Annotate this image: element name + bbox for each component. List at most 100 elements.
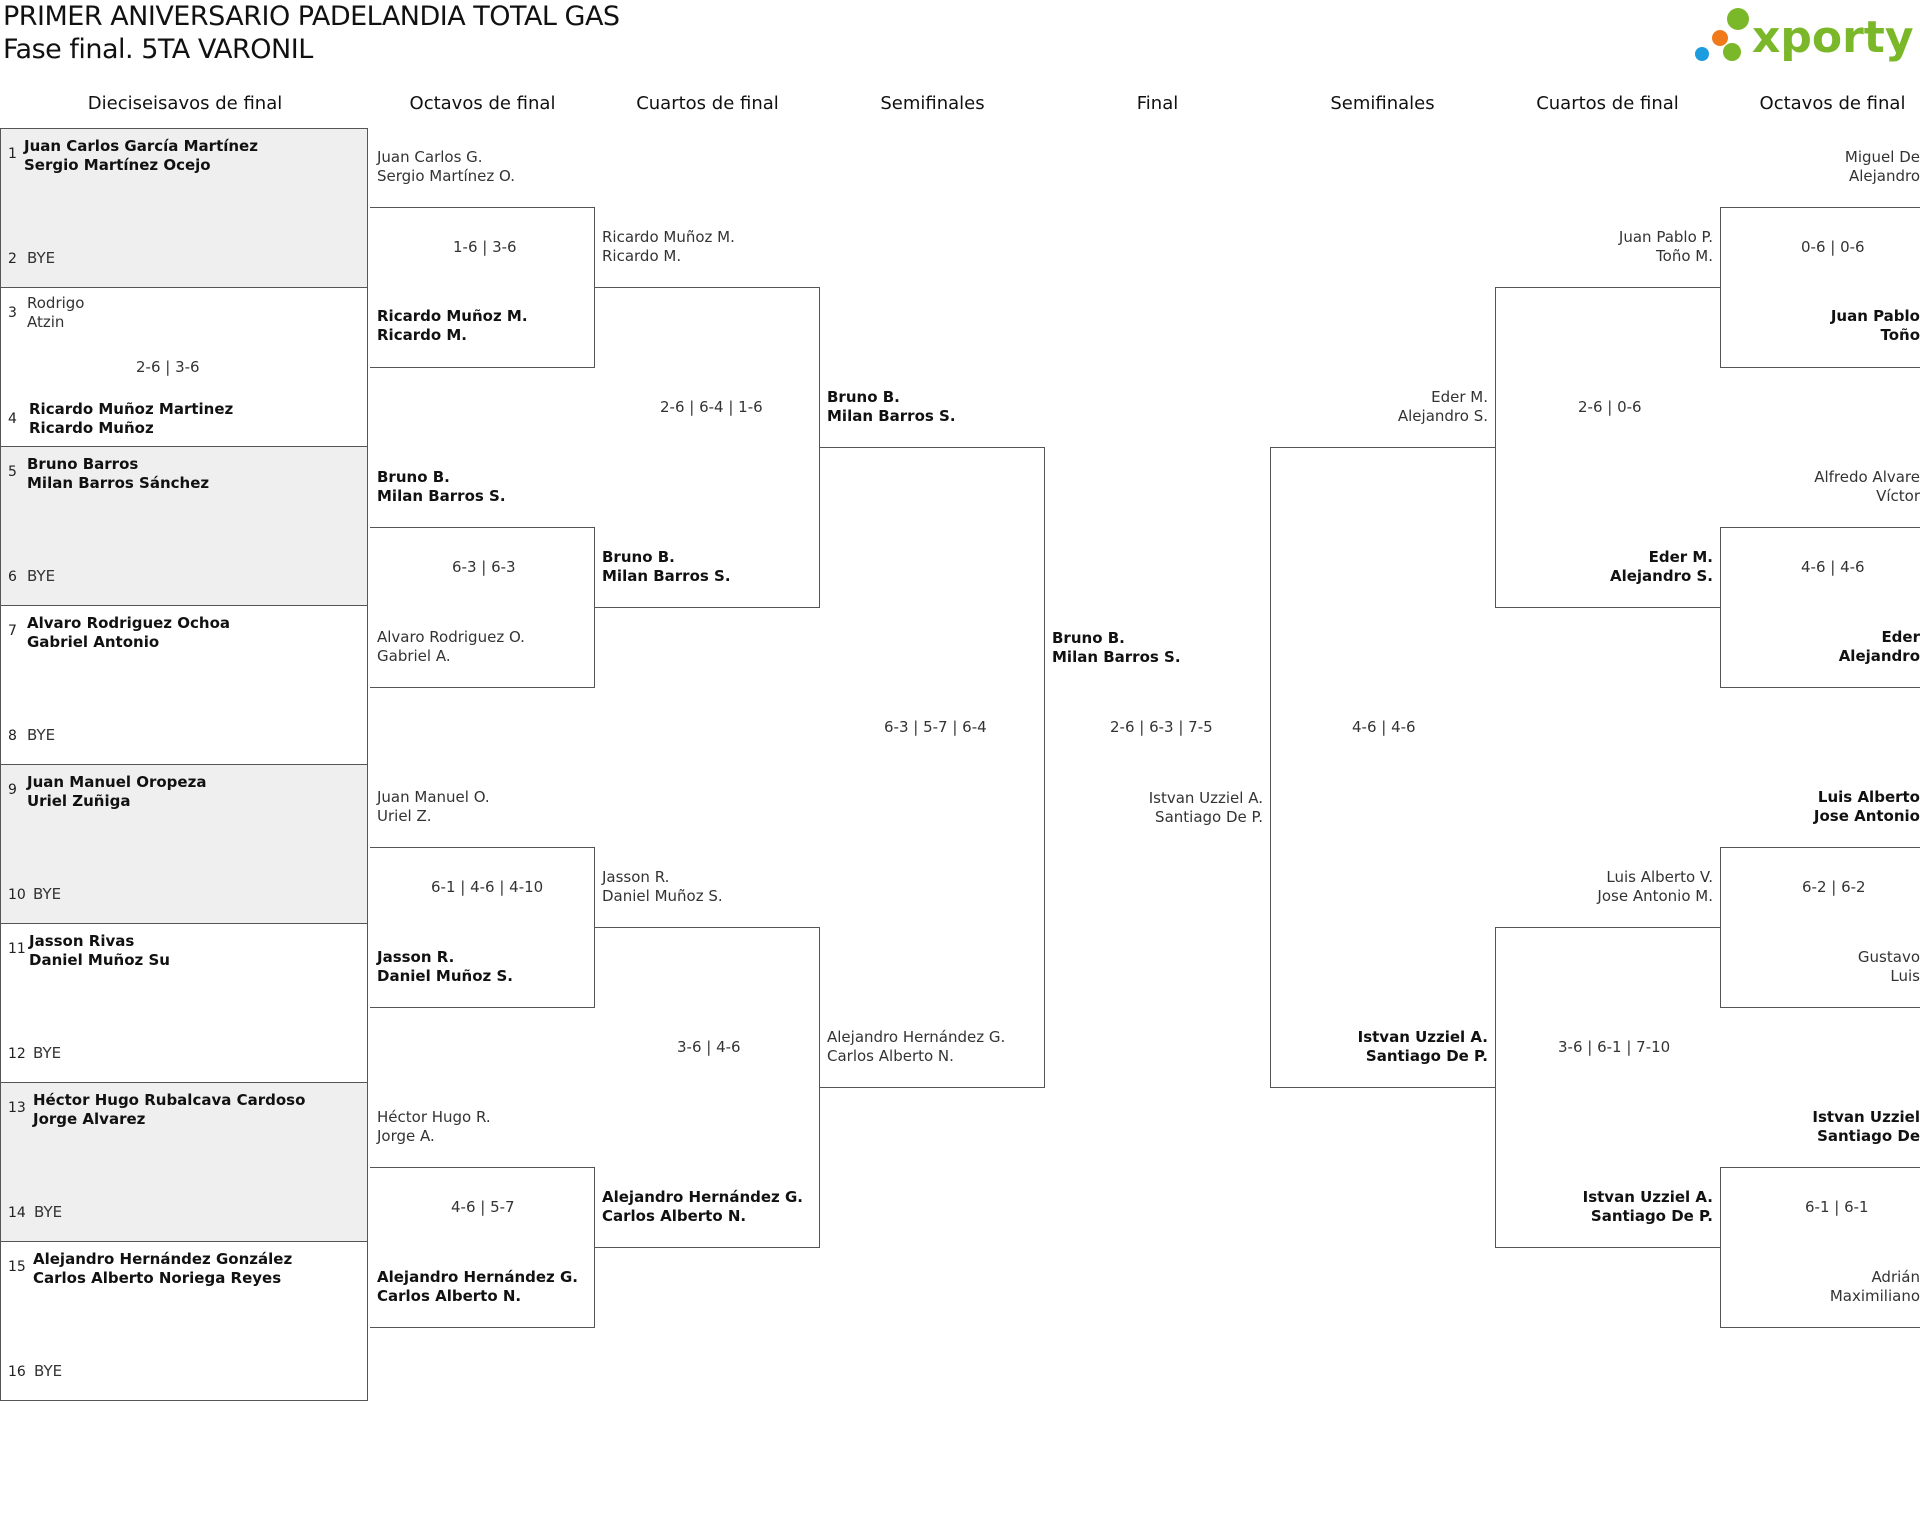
player-name: Jasson R. xyxy=(602,868,670,886)
match-score: 3-6 | 4-6 xyxy=(677,1038,741,1056)
player-name: Eder xyxy=(1881,628,1920,646)
player-name: Juan Carlos García Martínez xyxy=(24,137,258,155)
player-name: Sergio Martínez Ocejo xyxy=(24,156,211,174)
player-name: Milan Barros S. xyxy=(827,407,956,425)
seed-number: 13 xyxy=(8,1100,26,1116)
player-name: Carlos Alberto N. xyxy=(602,1207,747,1225)
r32-match-7[interactable]: 13 Héctor Hugo Rubalcava Cardoso Jorge A… xyxy=(0,1082,368,1241)
player-name: Istvan Uzziel A. xyxy=(1582,1188,1713,1206)
player-name: Eder M. xyxy=(1431,388,1488,406)
logo-dot-orange xyxy=(1712,30,1728,46)
player-name: Maximiliano xyxy=(1829,1287,1920,1305)
player-name: Bruno B. xyxy=(1052,629,1125,647)
round-header-final: Final xyxy=(1136,93,1179,114)
xporty-logo[interactable]: xporty xyxy=(1692,0,1920,72)
player-name: Istvan Uzziel A. xyxy=(1357,1028,1488,1046)
player-name: Alejandro Hernández G. xyxy=(602,1188,804,1206)
qf-right-match-2-box xyxy=(1495,927,1720,1248)
round-header-qf-right: Cuartos de final xyxy=(1536,93,1679,114)
match-score: 6-1 | 4-6 | 4-10 xyxy=(431,878,544,896)
logo-dot-green-small xyxy=(1723,43,1741,61)
player-name: Ricardo Muñoz M. xyxy=(377,307,528,325)
match-score: 1-6 | 3-6 xyxy=(453,238,517,256)
player-name: Juan Manuel Oropeza xyxy=(27,773,207,791)
round-header-r16: Octavos de final xyxy=(409,93,556,114)
player-name: Rodrigo xyxy=(27,294,85,312)
logo-dot-green xyxy=(1727,8,1749,30)
r32-match-4[interactable]: 7 Alvaro Rodriguez Ochoa Gabriel Antonio… xyxy=(0,605,368,764)
player-name: Toño xyxy=(1880,326,1920,344)
player-name: Juan Pablo xyxy=(1830,307,1920,325)
page-subtitle: Fase final. 5TA VARONIL xyxy=(3,34,313,65)
r32-match-1[interactable]: 1 Juan Carlos García Martínez Sergio Mar… xyxy=(0,128,368,287)
round-header-sf: Semifinales xyxy=(880,93,985,114)
player-name: Bruno B. xyxy=(602,548,675,566)
player-name: BYE xyxy=(34,1362,63,1380)
player-name: Ricardo Muñoz Martinez xyxy=(29,400,234,418)
qf-match-2-box xyxy=(595,927,820,1248)
seed-number: 8 xyxy=(8,728,17,744)
player-name: Jorge A. xyxy=(377,1127,435,1145)
player-name: Santiago De P. xyxy=(1590,1207,1713,1225)
player-name: Carlos Alberto Noriega Reyes xyxy=(33,1269,282,1287)
match-score: 6-3 | 5-7 | 6-4 xyxy=(884,718,987,736)
match-score: 3-6 | 6-1 | 7-10 xyxy=(1558,1038,1671,1056)
match-score: 4-6 | 4-6 xyxy=(1352,718,1416,736)
r32-match-8[interactable]: 15 Alejandro Hernández González Carlos A… xyxy=(0,1241,368,1401)
r16-match-3-box xyxy=(370,847,595,1008)
r32-match-6[interactable]: 11 Jasson Rivas Daniel Muñoz Su 12 BYE xyxy=(0,923,368,1082)
player-name: Luis Alberto xyxy=(1817,788,1920,806)
r16-match-2-box xyxy=(370,527,595,688)
seed-number: 5 xyxy=(8,464,17,480)
player-name: BYE xyxy=(33,885,62,903)
player-name: Jose Antonio xyxy=(1813,807,1920,825)
round-header-r32: Dieciseisavos de final xyxy=(87,93,283,114)
player-name: Milan Barros S. xyxy=(1052,648,1181,666)
seed-number: 1 xyxy=(8,146,17,162)
player-name: Gabriel A. xyxy=(377,647,451,665)
player-name: Juan Carlos G. xyxy=(377,148,483,166)
r32-match-5[interactable]: 9 Juan Manuel Oropeza Uriel Zuñiga 10 BY… xyxy=(0,764,368,923)
player-name: Istvan Uzziel A. xyxy=(1148,789,1263,807)
r32-match-2[interactable]: 3 Rodrigo Atzin 2-6 | 3-6 4 Ricardo Muño… xyxy=(0,287,368,446)
logo-text: xporty xyxy=(1752,12,1914,63)
final-score: 2-6 | 6-3 | 7-5 xyxy=(1110,718,1213,736)
player-name: Carlos Alberto N. xyxy=(377,1287,522,1305)
player-name: Daniel Muñoz S. xyxy=(377,967,513,985)
seed-number: 11 xyxy=(8,941,26,957)
player-name: Gustavo xyxy=(1857,948,1920,966)
player-name: Alvaro Rodriguez Ochoa xyxy=(27,614,230,632)
r16-right-match-2-box xyxy=(1720,527,1920,688)
player-name: Alejandro Hernández G. xyxy=(377,1268,579,1286)
player-name: Milan Barros S. xyxy=(602,567,731,585)
logo-graphic: xporty xyxy=(1695,8,1914,63)
player-name: Víctor xyxy=(1876,487,1920,505)
player-name: BYE xyxy=(27,567,56,585)
player-name: Eder M. xyxy=(1648,548,1713,566)
player-name: Gabriel Antonio xyxy=(27,633,160,651)
seed-number: 6 xyxy=(8,569,17,585)
match-score: 0-6 | 0-6 xyxy=(1801,238,1865,256)
player-name: Bruno Barros xyxy=(27,455,139,473)
r16-match-4-box xyxy=(370,1167,595,1328)
player-name: Santiago De P. xyxy=(1155,808,1263,826)
sf-right-match-box xyxy=(1270,447,1495,1088)
player-name: Héctor Hugo Rubalcava Cardoso xyxy=(33,1091,306,1109)
qf-right-match-1-box xyxy=(1495,287,1720,608)
match-score: 6-2 | 6-2 xyxy=(1802,878,1866,896)
player-name: Milan Barros Sánchez xyxy=(27,474,210,492)
player-name: BYE xyxy=(34,1203,63,1221)
match-score: 6-1 | 6-1 xyxy=(1805,1198,1869,1216)
r32-match-3[interactable]: 5 Bruno Barros Milan Barros Sánchez 6 BY… xyxy=(0,446,368,605)
sf-match-box xyxy=(820,447,1045,1088)
seed-number: 14 xyxy=(8,1205,26,1221)
seed-number: 9 xyxy=(8,782,17,798)
player-name: Alejandro S. xyxy=(1609,567,1713,585)
player-name: Juan Manuel O. xyxy=(377,788,490,806)
player-name: Atzin xyxy=(27,313,65,331)
player-name: BYE xyxy=(27,249,56,267)
player-name: Uriel Zuñiga xyxy=(27,792,131,810)
page-title: PRIMER ANIVERSARIO PADELANDIA TOTAL GAS xyxy=(3,1,620,32)
round-header-sf-right: Semifinales xyxy=(1330,93,1435,114)
r16-right-match-3-box xyxy=(1720,847,1920,1008)
